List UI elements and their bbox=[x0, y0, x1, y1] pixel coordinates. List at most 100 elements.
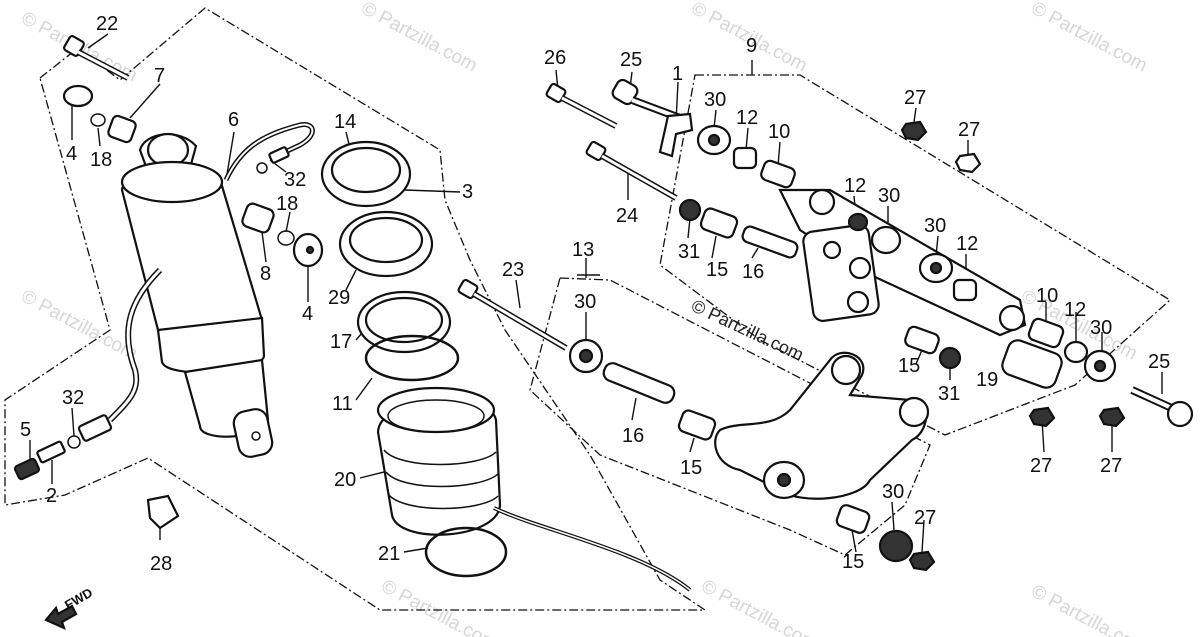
nut-27e bbox=[908, 550, 936, 572]
callout-17: 17 bbox=[330, 331, 352, 353]
clip-28 bbox=[146, 494, 180, 530]
callout-31a: 31 bbox=[678, 241, 700, 263]
callout-27e: 27 bbox=[914, 507, 936, 529]
collar-7 bbox=[107, 114, 137, 144]
fwd-label: FWD bbox=[62, 585, 95, 613]
nut-27a bbox=[900, 120, 928, 142]
bush-30b bbox=[870, 225, 902, 255]
ring-14 bbox=[320, 140, 412, 208]
callout-30c: 30 bbox=[924, 215, 946, 237]
collar-10b bbox=[1027, 317, 1065, 349]
callout-19: 19 bbox=[976, 369, 998, 391]
group-outlines bbox=[4, 7, 1172, 611]
watermark: © Partzilla.com bbox=[1028, 0, 1151, 77]
callout-27d: 27 bbox=[1100, 455, 1122, 477]
nut-27c bbox=[1028, 406, 1056, 428]
collar-15c bbox=[904, 325, 940, 355]
callout-30b: 30 bbox=[878, 185, 900, 207]
callout-12b: 12 bbox=[844, 175, 866, 197]
bush-12c bbox=[952, 278, 978, 302]
callout-30d: 30 bbox=[1090, 317, 1112, 339]
link-group-outline bbox=[659, 74, 1172, 436]
callout-5: 5 bbox=[20, 419, 31, 441]
shock-group-outline bbox=[4, 7, 708, 611]
collar-19 bbox=[1001, 339, 1063, 389]
collar-15e bbox=[835, 504, 871, 534]
callout-7: 7 bbox=[154, 65, 165, 87]
callout-21: 21 bbox=[378, 543, 400, 565]
callout-15e: 15 bbox=[842, 551, 864, 573]
callout-6: 6 bbox=[228, 109, 239, 131]
callout-27c: 27 bbox=[1030, 455, 1052, 477]
nut-27d bbox=[1098, 406, 1126, 428]
callout-32b: 32 bbox=[62, 387, 84, 409]
collar-15d bbox=[677, 409, 717, 441]
callout-9: 9 bbox=[746, 35, 757, 57]
callout-30e: 30 bbox=[574, 291, 596, 313]
collar-8 bbox=[241, 202, 275, 234]
bearing-31a bbox=[678, 198, 702, 222]
watermark: © Partzilla.com bbox=[378, 576, 501, 637]
fitting-32 bbox=[256, 146, 290, 174]
bolt-26 bbox=[545, 82, 618, 129]
callout-30a: 30 bbox=[704, 89, 726, 111]
callout-25: 25 bbox=[620, 49, 642, 71]
pipe-16b bbox=[602, 362, 676, 404]
bolt-22 bbox=[63, 35, 130, 81]
fitting-assembly bbox=[13, 414, 113, 481]
callout-32: 32 bbox=[284, 169, 306, 191]
callout-12c: 12 bbox=[956, 233, 978, 255]
callout-26: 26 bbox=[544, 47, 566, 69]
callout-16b: 16 bbox=[622, 425, 644, 447]
callout-15c: 15 bbox=[898, 355, 920, 377]
callout-20: 20 bbox=[334, 469, 356, 491]
callout-25b: 25 bbox=[1148, 351, 1170, 373]
bolt-23 bbox=[457, 278, 568, 351]
arm-13 bbox=[714, 351, 930, 500]
bellows-20 bbox=[376, 386, 692, 592]
watermark: © Partzilla.com bbox=[358, 0, 481, 77]
pipe-16a bbox=[741, 225, 799, 259]
callout-12a: 12 bbox=[736, 107, 758, 129]
callout-28: 28 bbox=[150, 553, 172, 575]
callout-8: 8 bbox=[260, 263, 271, 285]
ring-18b bbox=[277, 230, 295, 246]
callout-18: 18 bbox=[90, 149, 112, 171]
bush-12a bbox=[732, 146, 758, 170]
callout-1: 1 bbox=[672, 63, 683, 85]
bolt-25 bbox=[611, 78, 682, 122]
callout-14: 14 bbox=[334, 111, 356, 133]
washer-4 bbox=[62, 84, 94, 108]
watermark: © Partzilla.com bbox=[18, 286, 141, 365]
fwd-arrow bbox=[44, 604, 78, 631]
callout-2: 2 bbox=[46, 485, 57, 507]
link-plate-9 bbox=[778, 188, 1027, 337]
callout-27a: 27 bbox=[904, 87, 926, 109]
seal-29 bbox=[338, 210, 434, 278]
callout-3: 3 bbox=[462, 181, 473, 203]
callout-31b: 31 bbox=[938, 383, 960, 405]
callout-30f: 30 bbox=[882, 481, 904, 503]
callout-10b: 10 bbox=[1036, 285, 1058, 307]
bearing-31b bbox=[938, 346, 962, 370]
watermark: © Partzilla.com bbox=[698, 576, 821, 637]
oring-11 bbox=[364, 334, 460, 382]
callout-16a: 16 bbox=[742, 261, 764, 283]
band-21 bbox=[424, 526, 508, 578]
callout-29: 29 bbox=[328, 287, 350, 309]
callout-11: 11 bbox=[332, 393, 353, 415]
bracket-1 bbox=[658, 112, 694, 158]
bolt-24 bbox=[585, 140, 678, 201]
ring-18 bbox=[90, 113, 106, 127]
bush-12d bbox=[1063, 340, 1089, 364]
callout-15a: 15 bbox=[706, 259, 728, 281]
callout-labels: 22 7 4 18 6 32 14 3 8 18 4 29 17 11 20 2… bbox=[20, 13, 1170, 575]
callout-13: 13 bbox=[572, 239, 594, 261]
arm-group-outline bbox=[529, 277, 931, 556]
callout-23: 23 bbox=[502, 259, 524, 281]
bolt-25b bbox=[1130, 386, 1194, 428]
callout-24: 24 bbox=[616, 205, 638, 227]
bush-12b bbox=[847, 212, 869, 232]
callout-4: 4 bbox=[66, 143, 77, 165]
